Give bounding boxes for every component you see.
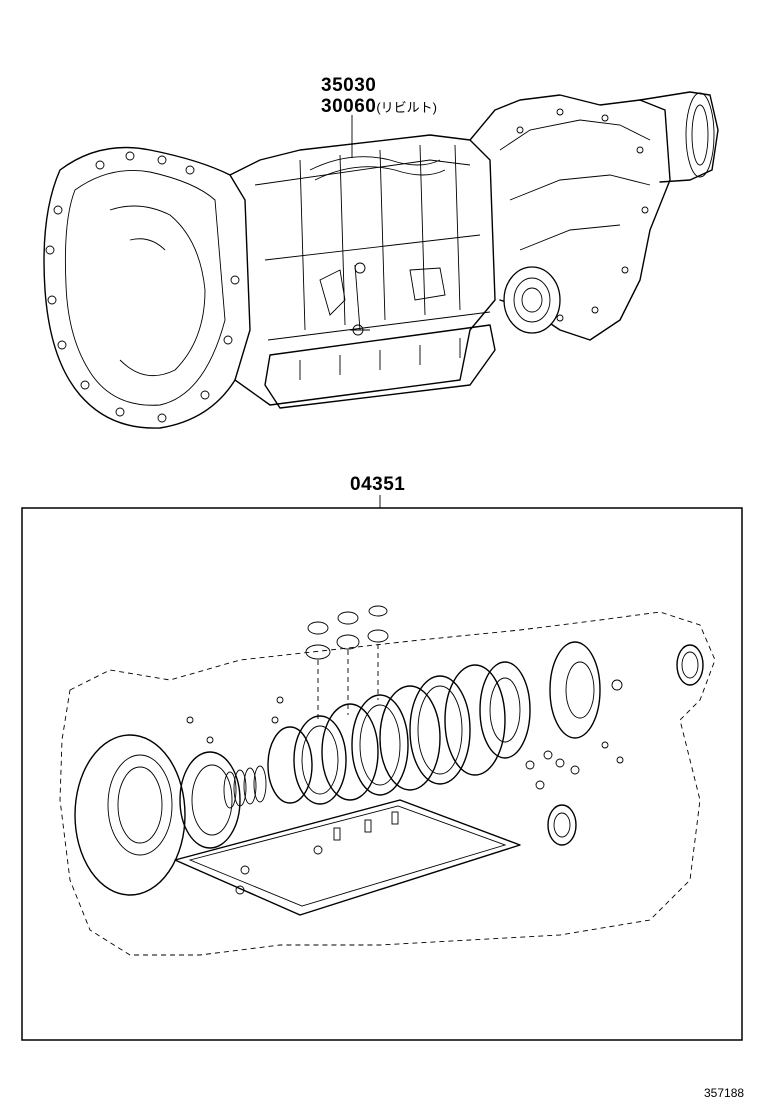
figure-id: 357188 xyxy=(704,1086,745,1100)
gasket-kit-part-number: 04351 xyxy=(350,474,406,495)
transmission-assembly-illustration xyxy=(43,91,719,429)
assembly-part-number-1: 35030 xyxy=(321,75,377,96)
assembly-part-number-2: 30060 xyxy=(321,96,377,117)
gasket-kit-frame xyxy=(21,507,743,1041)
assembly-part-number-2-row: 30060(リビルト) xyxy=(321,97,437,116)
gasket-kit-illustration xyxy=(59,605,716,956)
assembly-part-number-2-note: (リビルト) xyxy=(376,100,438,115)
